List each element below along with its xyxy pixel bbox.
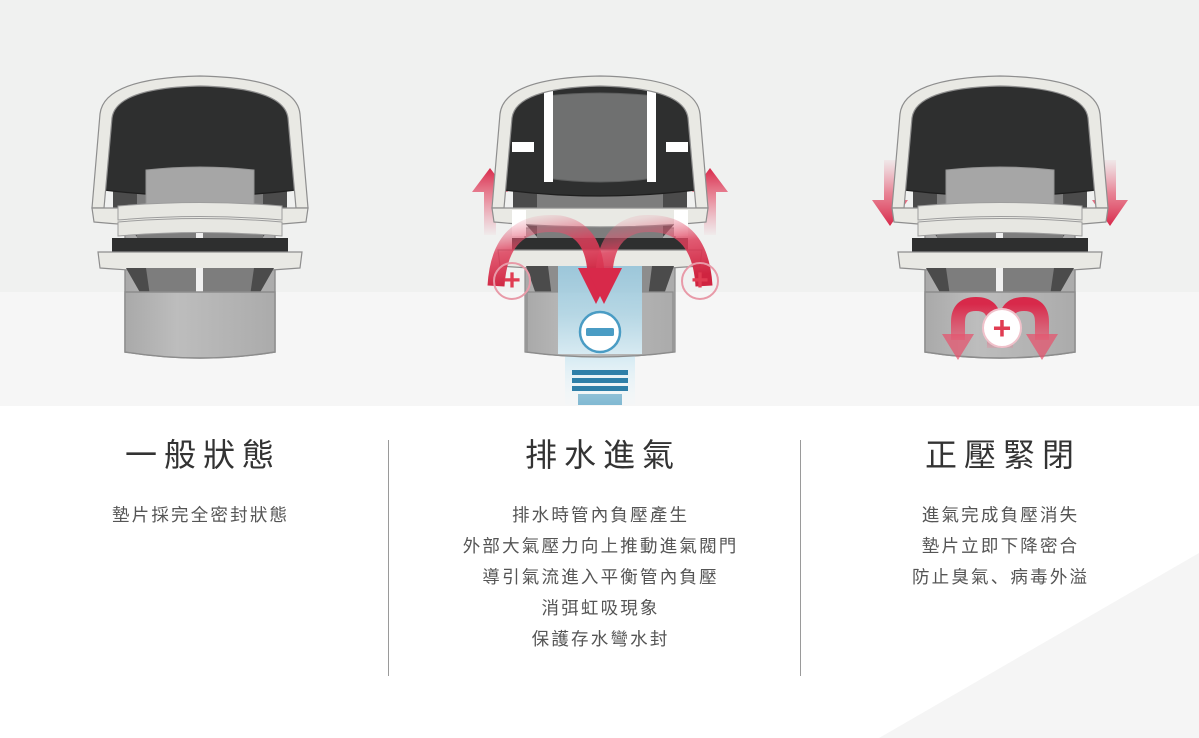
- plus-badge-center: +: [982, 308, 1022, 348]
- gasket-post-left: [544, 90, 553, 182]
- panel-title-normal: 一般狀態: [124, 437, 281, 473]
- desc-line: 排水時管內負壓產生: [511, 505, 690, 525]
- plus-symbol: +: [992, 310, 1012, 346]
- panel-desc-sealed: 進氣完成負壓消失 墊片立即下降密合 防止臭氣、病毒外溢: [800, 500, 1199, 593]
- desc-line: 防止臭氣、病毒外溢: [911, 567, 1090, 587]
- desc-line: 導引氣流進入平衡管內負壓: [482, 567, 719, 587]
- gasket-post-right: [647, 90, 656, 182]
- desc-line: 消弭虹吸現象: [541, 598, 660, 618]
- membrane-plate: [945, 166, 1055, 206]
- cap-dark-band: [512, 238, 688, 250]
- cap-dark-band: [912, 238, 1088, 252]
- gasket-stack-sealed: [917, 202, 1083, 237]
- desc-line: 保護存水彎水封: [531, 629, 670, 649]
- plus-symbol: +: [691, 264, 709, 297]
- panel-drain-air-intake: + + 排水進氣 排水時管內負壓產生 外部大氣壓力向上推動進氣閥門 導引氣流進入…: [400, 0, 799, 738]
- throat-below-flange: [926, 268, 1074, 296]
- panel-title-intake: 排水進氣: [524, 437, 681, 473]
- membrane-plate-lifted: [544, 90, 656, 183]
- panel-desc-intake: 排水時管內負壓產生 外部大氣壓力向上推動進氣閥門 導引氣流進入平衡管內負壓 消弭…: [400, 500, 799, 655]
- panel-desc-normal: 墊片採完全密封狀態: [0, 500, 399, 531]
- panel-divider-1: [388, 440, 389, 676]
- pipe-body: [124, 291, 276, 359]
- tab-right: [666, 142, 688, 152]
- tab-left: [512, 142, 534, 152]
- membrane-plate: [145, 166, 255, 206]
- plus-badge-left: +: [493, 262, 531, 300]
- desc-line: 墊片採完全密封狀態: [111, 505, 290, 525]
- gasket-stack-sealed: [117, 202, 283, 237]
- panel-title-sealed: 正壓緊閉: [924, 437, 1081, 473]
- curved-intake-arrow-right: [586, 215, 713, 304]
- desc-line: 外部大氣壓力向上推動進氣閥門: [462, 536, 739, 556]
- valve-illustration-normal: [0, 60, 399, 405]
- valve-illustration-intake: [400, 60, 799, 448]
- panel-normal-state: 一般狀態 墊片採完全密封狀態: [0, 0, 399, 738]
- plus-badge-right: +: [681, 262, 719, 300]
- valve-illustration-sealed: [800, 60, 1199, 405]
- throat-below-flange: [126, 268, 274, 296]
- panel-divider-2: [800, 440, 801, 676]
- minus-badge-center: [578, 310, 622, 354]
- desc-line: 墊片立即下降密合: [921, 536, 1080, 556]
- panel-positive-pressure: + 正壓緊閉 進氣完成負壓消失 墊片立即下降密合 防止臭氣、病毒外溢: [800, 0, 1199, 738]
- desc-line: 進氣完成負壓消失: [921, 505, 1080, 525]
- cap-dark-band: [112, 238, 288, 252]
- plus-symbol: +: [503, 264, 521, 297]
